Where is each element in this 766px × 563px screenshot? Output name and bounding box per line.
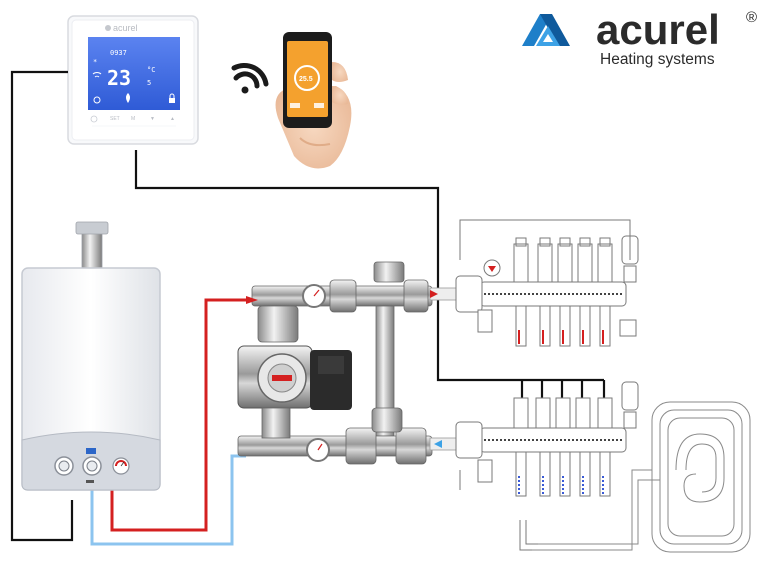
thermostat-to-actuators-wire [134, 150, 604, 382]
underfloor-heating-loop [532, 401, 751, 553]
thermostat-temperature: 23 [107, 66, 131, 90]
svg-text:M: M [131, 116, 135, 122]
lcd-snowflake-icon: * [93, 58, 97, 66]
boiler-left-knob[interactable] [54, 456, 74, 476]
acurel-mark-icon [522, 14, 570, 46]
smartphone-temperature: 25.5 [299, 76, 313, 83]
svg-text:▲: ▲ [170, 116, 175, 122]
thermostat-brand-label: acurel [113, 23, 138, 33]
svg-text:▼: ▼ [150, 116, 155, 122]
thermostat-unit: °C [147, 66, 155, 74]
lcd-fan-icon [93, 96, 101, 104]
smartphone-in-hand: 25.5 [275, 32, 352, 169]
thermostat-down-button[interactable]: ▼ [150, 116, 155, 122]
thermostat-mode-button[interactable]: M [128, 114, 138, 122]
boiler-pressure-gauge-icon [112, 457, 130, 475]
circulation-pump [237, 345, 352, 410]
brand-tagline: Heating systems [600, 51, 715, 68]
thermostat-display [88, 37, 180, 110]
floor-heating-manifold [455, 219, 639, 551]
lcd-lock-icon [169, 93, 175, 103]
brand-name: acurel [596, 6, 720, 53]
supply-outlet-row [515, 305, 611, 347]
smartphone-screen [287, 41, 328, 117]
brand-logo: acurel ® Heating systems [522, 6, 757, 68]
thermostat-decimal: 5 [147, 79, 151, 87]
thermostat-up-button[interactable]: ▲ [170, 116, 175, 122]
control-wiring [10, 70, 606, 542]
actuator-row [513, 397, 613, 429]
supply-pipe-red [110, 298, 258, 532]
thermostat-clock: 0937 [110, 49, 127, 57]
boiler-display-icon [86, 448, 96, 454]
return-thermometer-icon [306, 438, 330, 462]
svg-text:*: * [93, 58, 97, 66]
lcd-flame-icon [126, 93, 130, 103]
flow-meter-row [513, 237, 613, 283]
return-pipe-blue [90, 454, 246, 546]
mixing-pump-group [237, 261, 433, 465]
return-outlet-row [515, 451, 611, 497]
lcd-wifi-icon [92, 72, 102, 78]
mixing-valve-actuator [371, 407, 403, 433]
boiler-right-knob[interactable] [82, 456, 102, 476]
thermostat-button-row: SET M ▼ ▲ [90, 114, 176, 127]
registered-mark: ® [746, 9, 757, 26]
smartphone-dial-icon [294, 65, 320, 91]
gas-boiler [21, 221, 161, 491]
manifold-flow-indicator-icon [488, 266, 496, 272]
thermostat-power-button[interactable] [90, 115, 98, 123]
thermostat-to-boiler-wire [10, 70, 74, 542]
svg-text:SET: SET [110, 116, 120, 122]
wall-thermostat: acurel 0937 23 °C 5 * SET M ▼ ▲ [67, 15, 199, 145]
thermostat-logo-icon [105, 25, 111, 31]
wifi-icon [231, 62, 269, 94]
supply-thermometer-icon [302, 284, 326, 308]
manifold-connectors [429, 287, 463, 451]
pump-speed-selector-icon [272, 375, 292, 381]
thermostat-set-button[interactable]: SET [110, 114, 120, 122]
